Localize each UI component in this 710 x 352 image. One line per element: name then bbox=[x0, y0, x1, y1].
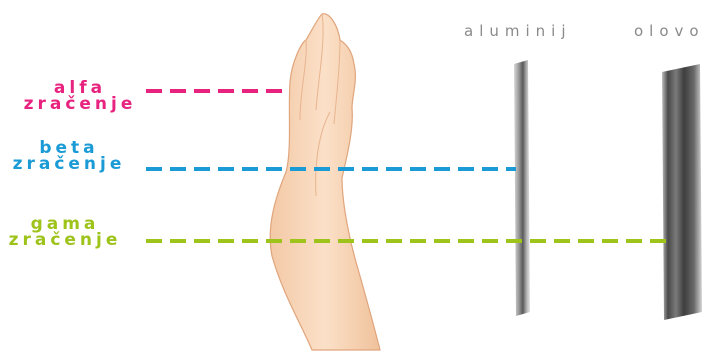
beta-word: beta bbox=[39, 138, 99, 158]
aluminium-plate-icon bbox=[514, 60, 530, 316]
beta-label: beta zračenje bbox=[4, 138, 134, 174]
gamma-label: gama zračenje bbox=[0, 214, 130, 250]
alpha-label: alfa zračenje bbox=[20, 78, 140, 114]
alpha-word: alfa bbox=[53, 78, 107, 98]
hand-icon bbox=[269, 13, 381, 351]
lead-label: olovo bbox=[634, 22, 705, 40]
beta-suffix: zračenje bbox=[12, 154, 126, 174]
alpha-suffix: zračenje bbox=[23, 94, 137, 114]
gamma-word: gama bbox=[30, 214, 100, 234]
aluminium-label: aluminij bbox=[464, 22, 572, 40]
gamma-suffix: zračenje bbox=[8, 230, 122, 250]
lead-plate-icon bbox=[662, 64, 702, 320]
